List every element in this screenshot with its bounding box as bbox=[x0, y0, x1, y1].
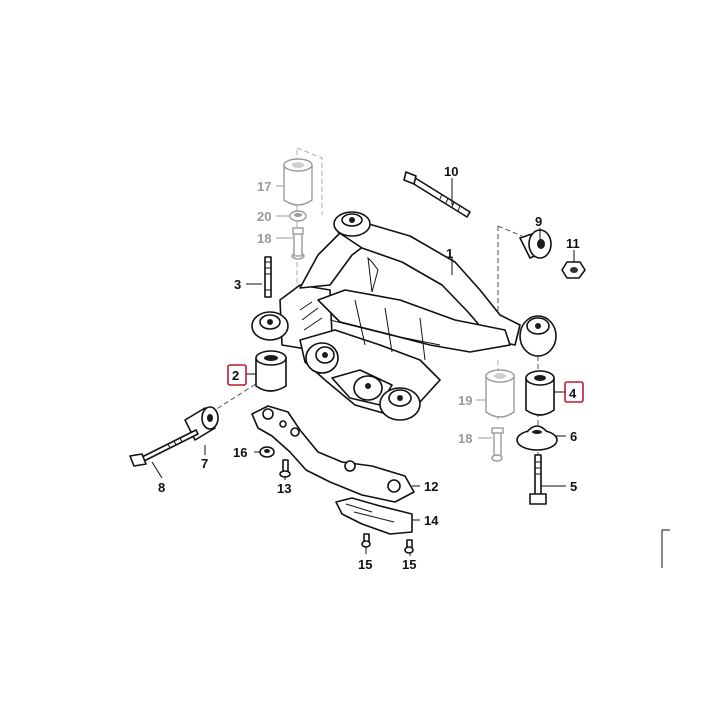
nut-11 bbox=[561, 261, 586, 279]
bolt-18-right bbox=[491, 427, 504, 462]
callout-6: 6 bbox=[570, 429, 577, 444]
callout-3: 3 bbox=[234, 277, 241, 292]
nut-16 bbox=[259, 446, 275, 458]
callout-7: 7 bbox=[201, 456, 208, 471]
callout-4: 4 bbox=[569, 386, 577, 401]
rear-axle-subframe bbox=[251, 211, 557, 421]
sleeve-19 bbox=[485, 369, 515, 418]
bolt-5 bbox=[529, 454, 547, 505]
sleeve-17 bbox=[283, 158, 313, 206]
highlight-box-4 bbox=[564, 381, 584, 403]
mount-washer-6 bbox=[516, 425, 558, 451]
callout-20: 20 bbox=[257, 209, 271, 224]
bolt-18-left bbox=[291, 227, 305, 260]
callout-15-left: 15 bbox=[358, 557, 372, 572]
callout-17: 17 bbox=[257, 179, 271, 194]
callout-18-right: 18 bbox=[458, 431, 472, 446]
screw-15-left bbox=[361, 533, 371, 548]
stud-3 bbox=[264, 256, 272, 298]
callout-labels: 1 2 3 4 5 6 7 8 9 10 11 12 13 14 15 15 1… bbox=[158, 164, 584, 572]
screw-13 bbox=[279, 459, 291, 478]
callout-5: 5 bbox=[570, 479, 577, 494]
callout-16: 16 bbox=[233, 445, 247, 460]
callout-19: 19 bbox=[458, 393, 472, 408]
edge-marker bbox=[661, 529, 670, 568]
callout-13: 13 bbox=[277, 481, 291, 496]
callout-12: 12 bbox=[424, 479, 438, 494]
bolt-8 bbox=[129, 429, 199, 467]
guard-plate-14 bbox=[335, 497, 413, 535]
bushing-2 bbox=[255, 350, 287, 392]
callout-14: 14 bbox=[424, 513, 439, 528]
callout-10: 10 bbox=[444, 164, 458, 179]
leader-lines bbox=[151, 178, 575, 556]
callout-8: 8 bbox=[158, 480, 165, 495]
bushing-4 bbox=[525, 370, 555, 416]
nut-20 bbox=[289, 210, 307, 222]
callout-15-right: 15 bbox=[402, 557, 416, 572]
callout-2: 2 bbox=[232, 368, 239, 383]
callout-1: 1 bbox=[446, 246, 453, 261]
bushing-9 bbox=[519, 229, 552, 259]
bolt-10 bbox=[403, 171, 471, 218]
support-bracket-12 bbox=[251, 405, 415, 503]
screw-15-right bbox=[404, 539, 414, 554]
callout-11: 11 bbox=[566, 236, 580, 251]
highlight-box-2 bbox=[227, 364, 247, 386]
callout-18-left: 18 bbox=[257, 231, 271, 246]
callout-9: 9 bbox=[535, 214, 542, 229]
